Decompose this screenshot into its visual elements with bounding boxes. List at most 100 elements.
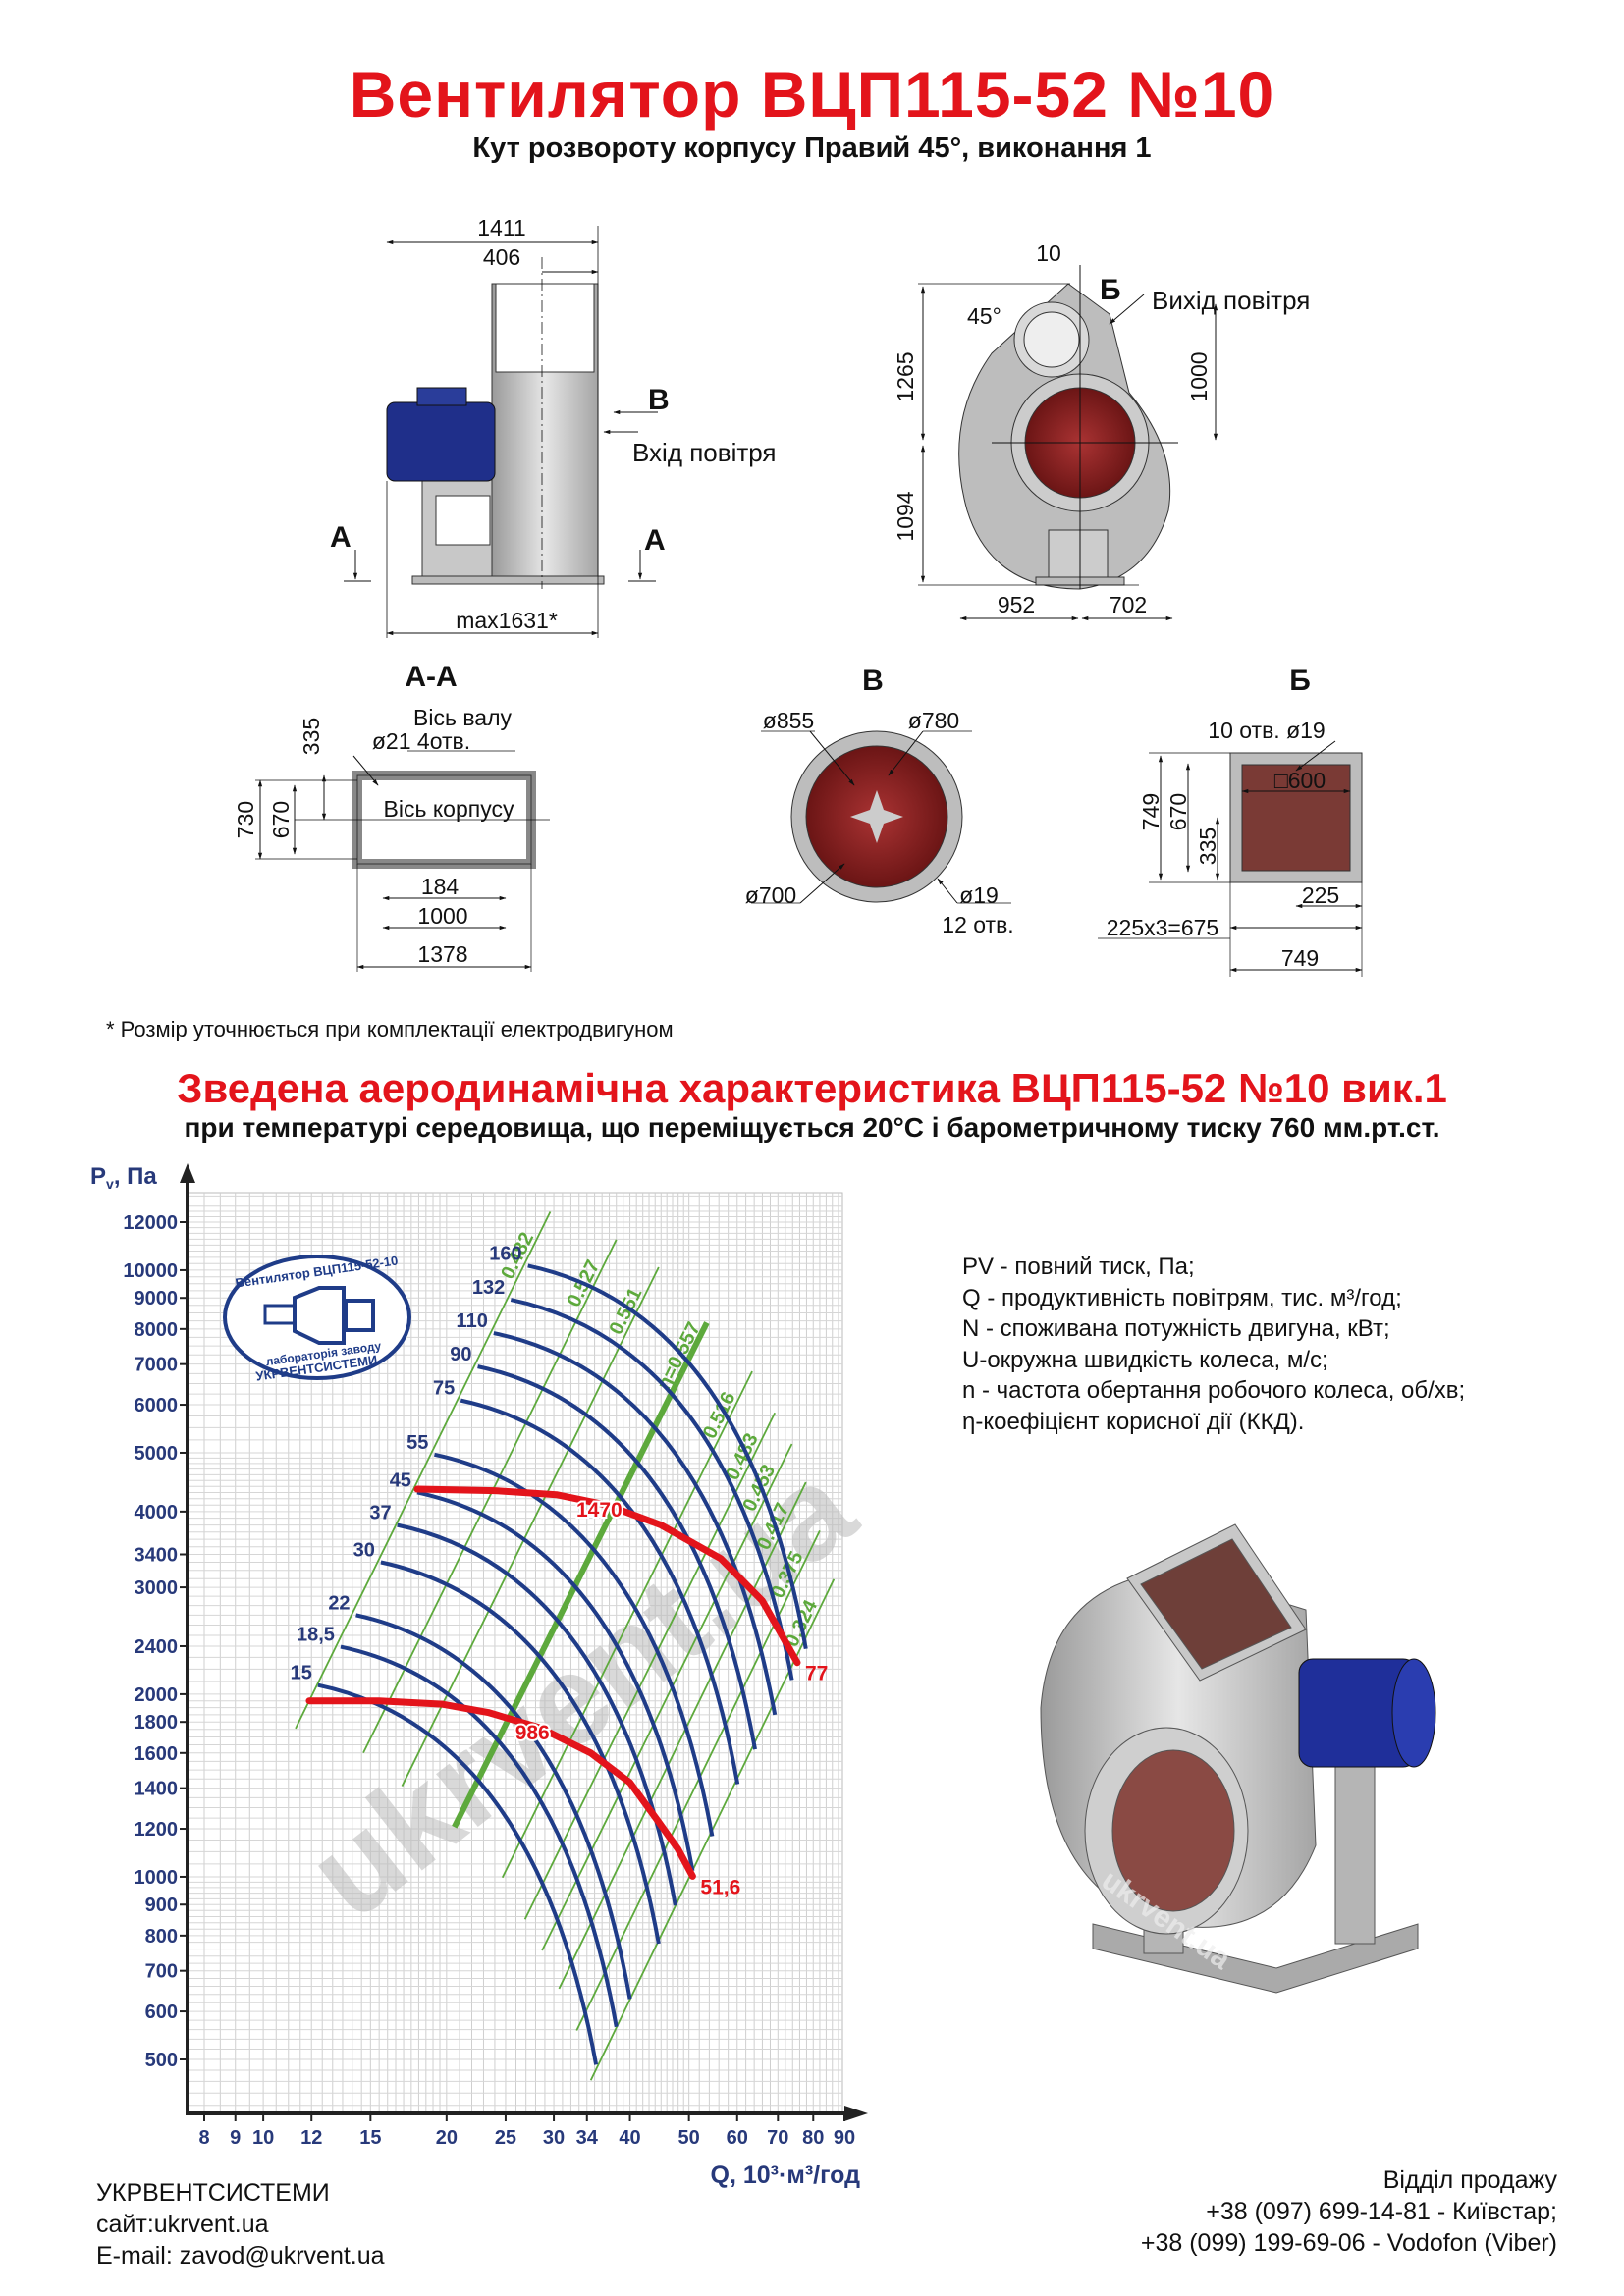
rpm-curve	[413, 1485, 801, 1667]
x-axis-arrow	[844, 2106, 868, 2121]
y-tick-label: 1600	[135, 1743, 179, 1765]
dim-square-600: □600	[1274, 768, 1326, 793]
y-axis-arrow	[180, 1163, 195, 1183]
pressure-curve	[380, 1560, 661, 1945]
y-axis-label-main: P	[90, 1163, 106, 1190]
power-label: 37	[369, 1503, 391, 1524]
dim-225x3: 225x3=675	[1107, 915, 1218, 940]
chart-axes: Pv, Па Q, 10³·м³/год	[90, 1163, 868, 2189]
rpm-end-label: 77	[805, 1663, 828, 1685]
y-tick-label: 8000	[135, 1319, 179, 1341]
dim-335: 335	[298, 718, 324, 755]
x-tick-label: 30	[543, 2127, 565, 2149]
dim-749-horizontal: 749	[1281, 945, 1319, 971]
x-tick-label: 34	[576, 2127, 599, 2149]
footer-company: УКРВЕНТСИСТЕМИ сайт:ukrvent.ua E-mail: z…	[96, 2177, 385, 2271]
y-tick-label: 1000	[135, 1867, 179, 1889]
y-tick-label: 3400	[135, 1544, 179, 1566]
x-tick-label: 9	[230, 2127, 241, 2149]
dim-1378: 1378	[417, 941, 467, 967]
shaft-axis-label: Вісь валу	[413, 705, 512, 730]
footnote: * Розмір уточнюється при комплектації ел…	[106, 1017, 674, 1041]
pressure-curve	[416, 1490, 695, 1872]
efficiency-line	[501, 1370, 753, 1879]
dim-1094: 1094	[893, 491, 918, 541]
legend-item-u: U-окружна швидкість колеса, м/с;	[962, 1346, 1328, 1373]
rpm-curve	[305, 1697, 696, 1880]
power-label: 55	[406, 1432, 428, 1454]
outlet-3d	[1140, 1538, 1292, 1670]
x-tick-label: 80	[802, 2127, 824, 2149]
page-title: Вентилятор ВЦП115-52 №10	[349, 58, 1275, 131]
pressure-curve	[510, 1298, 794, 1681]
y-tick-label: 9000	[135, 1288, 179, 1309]
view-b-title: Б	[1289, 665, 1311, 697]
company-site[interactable]: сайт:ukrvent.ua	[96, 2211, 269, 2238]
view-v-title: В	[862, 665, 884, 697]
x-tick-label: 15	[359, 2127, 381, 2149]
dim-1000-aa: 1000	[417, 903, 467, 929]
dim-184: 184	[421, 874, 460, 899]
y-tick-label: 500	[145, 2050, 178, 2071]
dim-730: 730	[233, 801, 258, 838]
dim-max1631: max1631*	[456, 608, 558, 633]
dim-225: 225	[1302, 882, 1339, 908]
x-tick-label: 10	[252, 2127, 274, 2149]
power-label: 30	[353, 1540, 375, 1562]
power-label: 75	[433, 1378, 455, 1400]
page-subtitle: Кут розвороту корпусу Правий 45°, викона…	[472, 133, 1152, 164]
power-label: 110	[457, 1310, 488, 1332]
view-b-cyr-marker: Б	[1100, 274, 1121, 306]
x-tick-label: 25	[495, 2127, 516, 2149]
power-label: 90	[450, 1344, 471, 1365]
y-tick-label: 1800	[135, 1712, 179, 1734]
y-tick-label: 5000	[135, 1443, 179, 1465]
y-tick-label: 700	[145, 1961, 178, 1983]
pressure-curve	[340, 1644, 619, 2028]
x-tick-label: 8	[198, 2127, 209, 2149]
y-tick-label: 2400	[135, 1636, 179, 1658]
rpm-end-label: 51,6	[700, 1876, 740, 1898]
dim-670-b: 670	[1165, 793, 1191, 830]
x-tick-label: 20	[436, 2127, 458, 2149]
y-tick-label: 6000	[135, 1395, 179, 1416]
y-tick-label: 4000	[135, 1502, 179, 1523]
chart-legend: PV - повний тиск, Па; Q - продуктивність…	[962, 1252, 1465, 1437]
legend-item-n: N - споживана потужність двигуна, кВт;	[962, 1315, 1390, 1342]
inlet-3d	[1111, 1749, 1235, 1912]
company-name: УКРВЕНТСИСТЕМИ	[96, 2179, 330, 2207]
y-tick-label: 2000	[135, 1684, 179, 1706]
rpm-label: 1470	[576, 1499, 623, 1522]
section-a-right: А	[644, 524, 666, 557]
x-axis-label: Q, 10³·м³/год	[711, 2162, 861, 2189]
legend-item-pv: PV - повний тиск, Па;	[962, 1254, 1195, 1280]
efficiency-line	[452, 1321, 710, 1829]
dim-1411: 1411	[477, 215, 525, 240]
company-email[interactable]: E-mail: zavod@ukrvent.ua	[96, 2242, 385, 2269]
efficiency-line	[523, 1412, 777, 1920]
y-tick-label: 1400	[135, 1779, 179, 1800]
dim-1265: 1265	[893, 351, 918, 401]
sales-phone-2[interactable]: +38 (099) 199-69-06 - Vodofon (Viber)	[1140, 2229, 1557, 2257]
pressure-curve	[527, 1263, 808, 1650]
legend-item-eta: η-коефіцієнт корисної дії (ККД).	[962, 1408, 1305, 1435]
inlet-label: Вхід повітря	[632, 438, 777, 467]
side-view-drawing: 1411 406 В Вхід повітря А А max1631*	[330, 215, 777, 638]
holes-label: ø21 4отв.	[372, 728, 470, 754]
front-view-drawing: 10 Б Вихід повітря 45° 1265 1000 1094 95…	[893, 240, 1310, 621]
holes-12: 12 отв.	[942, 912, 1013, 937]
section-aa-title: А-А	[405, 661, 457, 693]
y-tick-label: 12000	[123, 1212, 178, 1234]
legend-item-q: Q - продуктивність повітрям, тис. м³/год…	[962, 1284, 1402, 1311]
y-tick-label: 1200	[135, 1819, 179, 1841]
y-tick-label: 3000	[135, 1577, 179, 1599]
chart-subtitle: при температурі середовища, що переміщує…	[184, 1112, 1440, 1143]
y-tick-label: 600	[145, 2002, 178, 2023]
dim-952: 952	[998, 592, 1035, 617]
sales-phone-1[interactable]: +38 (097) 699-14-81 - Київстар;	[1206, 2198, 1557, 2225]
y-axis-label-sub: v	[106, 1176, 114, 1192]
pressure-curve	[434, 1452, 715, 1837]
efficiency-line	[401, 1266, 660, 1787]
